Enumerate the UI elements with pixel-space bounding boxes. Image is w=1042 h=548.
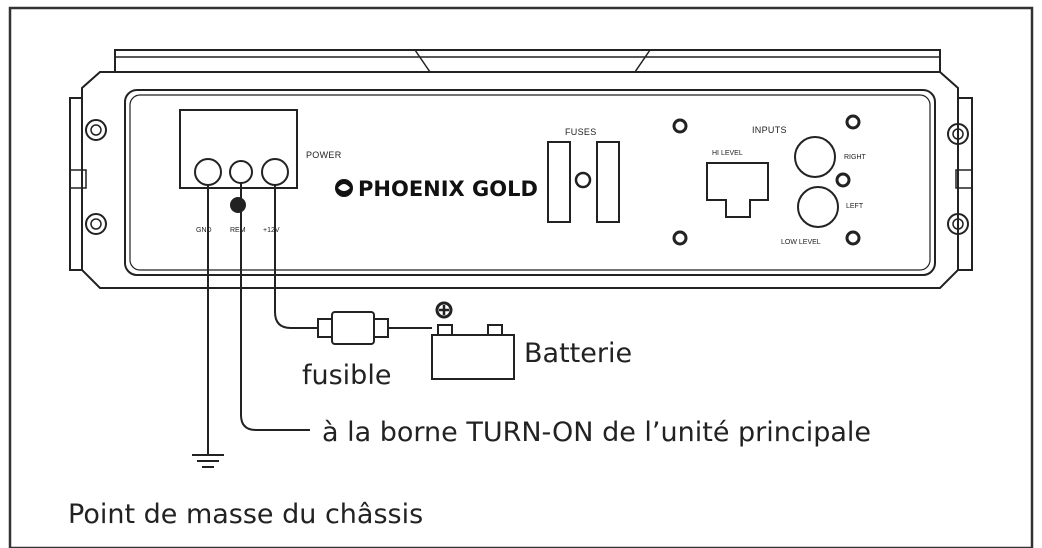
ground-label: Point de masse du châssis <box>68 499 423 530</box>
rca-left-jack <box>797 186 839 228</box>
terminal-label-gnd: GND <box>196 227 212 234</box>
turn-on-label: à la borne TURN-ON de l’unité principale <box>322 417 871 448</box>
fuse-left <box>547 141 571 223</box>
fuses-label: FUSES <box>565 127 597 137</box>
screw-icon <box>845 230 861 246</box>
power-wire <box>274 185 318 329</box>
screw-icon <box>947 213 969 235</box>
gnd-terminal <box>194 158 222 186</box>
hi-level-label: HI LEVEL <box>712 150 743 157</box>
screw-icon <box>85 213 107 235</box>
inline-fuse <box>317 311 389 345</box>
terminal-box <box>179 109 298 189</box>
plus-symbol-icon <box>435 301 453 319</box>
screw-icon <box>947 123 969 145</box>
ground-symbol-icon <box>192 454 224 468</box>
battery-label: Batterie <box>524 338 632 369</box>
amp-top-cover <box>114 49 941 72</box>
screw-icon <box>672 118 688 134</box>
left-mounting-bracket <box>69 97 107 271</box>
wiring: fusible Batterie à la borne TURN-ON de l… <box>68 183 871 530</box>
led-indicator <box>230 197 246 213</box>
rca-right-jack <box>794 136 836 178</box>
screw-icon <box>85 119 107 141</box>
screw-icon <box>845 114 861 130</box>
battery-negative-terminal <box>487 324 503 336</box>
diagram-frame <box>8 6 1034 548</box>
inputs-section: INPUTS HI LEVEL RIGHT LEFT LOW LEVEL <box>672 114 867 246</box>
right-label: RIGHT <box>844 154 867 161</box>
screw-icon <box>672 230 688 246</box>
terminal-label-rem: REM <box>230 227 246 234</box>
amplifier: POWER GND REM +12V PHOENIX GOLD FUSES IN… <box>69 49 973 289</box>
power-terminal <box>261 158 289 186</box>
battery <box>431 301 515 380</box>
remote-wire <box>240 183 310 431</box>
amp-chassis <box>81 71 959 289</box>
brand-name: PHOENIX GOLD <box>358 177 538 201</box>
power-terminal-block: POWER GND REM +12V <box>179 109 342 234</box>
hi-level-connector <box>706 162 769 218</box>
screw-icon <box>835 172 851 188</box>
rem-terminal <box>229 160 253 184</box>
fuse-holder: FUSES <box>547 127 620 223</box>
inputs-label: INPUTS <box>752 125 787 135</box>
brand-logo: PHOENIX GOLD <box>335 177 538 201</box>
fuse-icon <box>331 311 375 345</box>
amp-front-panel <box>124 89 936 276</box>
battery-icon <box>431 334 515 380</box>
fuse-label: fusible <box>302 360 391 391</box>
fuse-right <box>596 141 620 223</box>
terminal-label-12v: +12V <box>263 227 280 234</box>
power-label: POWER <box>306 150 342 160</box>
left-label: LEFT <box>846 203 864 210</box>
low-level-label: LOW LEVEL <box>781 239 821 246</box>
right-mounting-bracket <box>947 97 973 271</box>
battery-positive-terminal <box>437 324 453 336</box>
fuse-screw-icon <box>574 171 592 189</box>
